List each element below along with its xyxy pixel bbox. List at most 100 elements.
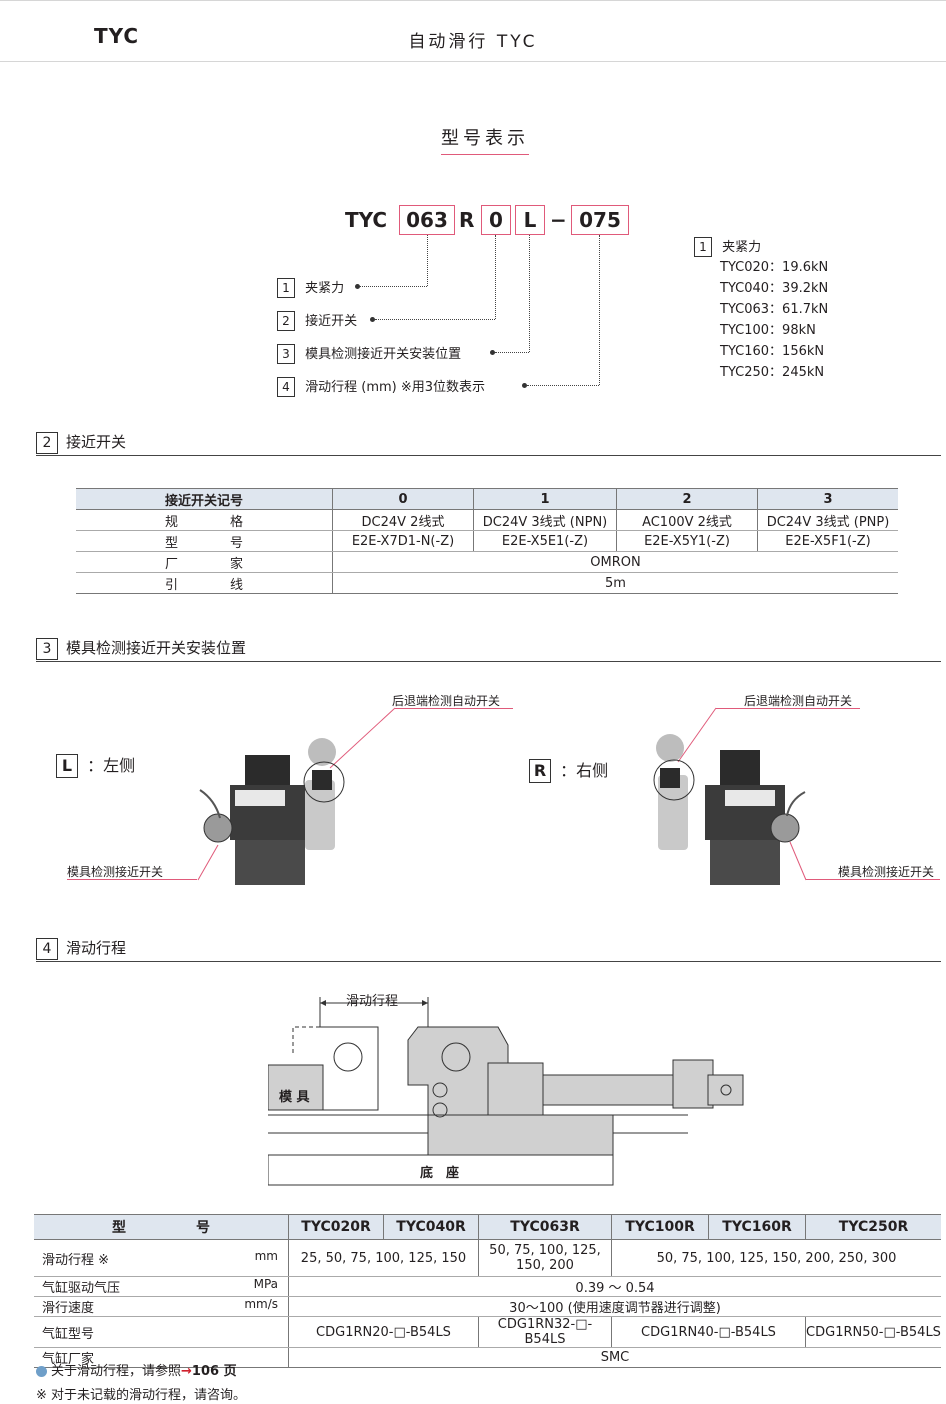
stroke-table: 型 号 TYC020R TYC040R TYC063R TYC100R TYC1…	[34, 1214, 941, 1368]
table-cell: E2E-X7D1-N(-Z)	[332, 530, 474, 552]
table-header-cell: 0	[332, 488, 474, 510]
leader-line	[427, 235, 428, 286]
inquiry-note: ※ 对于未记载的滑动行程，请咨询。	[36, 1388, 247, 1403]
row-label: 引 线	[76, 572, 333, 594]
table-row: 气缸厂家 SMC	[34, 1347, 941, 1368]
table-cell: E2E-X5Y1(-Z)	[616, 530, 758, 552]
table-header-row: 型 号 TYC020R TYC040R TYC063R TYC100R TYC1…	[34, 1214, 941, 1240]
row-label: 型 号	[76, 530, 333, 552]
table-cell: DC24V 3线式 (NPN)	[473, 509, 617, 531]
row-label: 厂 家	[76, 551, 333, 573]
code-position: L	[515, 205, 545, 235]
force-spec-list: TYC020：19.6kN TYC040：39.2kN TYC063：61.7k…	[720, 257, 828, 383]
stroke-label: 滑动行程	[346, 994, 399, 1009]
code-force: 063	[399, 205, 455, 235]
legend-label: 夹紧力	[305, 281, 345, 296]
table-cell: 5m	[332, 572, 898, 594]
right-side-label: R ：右侧	[529, 757, 608, 783]
switch-table: 接近开关记号 0 1 2 3 规 格 DC24V 2线式 DC24V 3线式 (…	[76, 488, 898, 594]
legend-label: 模具检测接近开关安装位置	[305, 347, 462, 362]
table-row: 气缸型号 CDG1RN20-□-B54LS CDG1RN32-□-B54LS C…	[34, 1316, 941, 1348]
caption-underline	[716, 708, 860, 709]
table-cell: CDG1RN50-□-B54LS	[805, 1316, 941, 1348]
table-header-cell: TYC040R	[383, 1214, 479, 1240]
leader-line	[495, 352, 529, 353]
legend-label: 接近开关	[305, 314, 358, 329]
force-spec-item: TYC100：98kN	[720, 323, 816, 338]
left-top-caption: 后退端检测自动开关	[392, 694, 501, 708]
row-label: 气缸型号	[34, 1316, 289, 1348]
table-header-cell: 型 号	[34, 1214, 289, 1240]
legend-item-4: 4 滑动行程 (mm) ※用3位数表示	[277, 376, 485, 397]
leader-dot	[522, 383, 527, 388]
leader-line	[599, 235, 600, 385]
force-spec-item: TYC160：156kN	[720, 344, 825, 359]
table-row: 厂 家 OMRON	[76, 551, 898, 573]
leader-line	[495, 235, 496, 319]
table-row: 滑动行程 ※mm 25, 50, 75, 100, 125, 150 50, 7…	[34, 1239, 941, 1277]
table-row: 型 号 E2E-X7D1-N(-Z) E2E-X5E1(-Z) E2E-X5Y1…	[76, 530, 898, 552]
code-dash: −	[550, 208, 567, 232]
code-prefix: TYC	[345, 208, 388, 232]
table-cell: SMC	[288, 1347, 941, 1368]
leader-dot	[355, 284, 360, 289]
leader-line	[527, 385, 599, 386]
leader-dot	[370, 317, 375, 322]
right-bottom-caption: 模具检测接近开关	[838, 865, 935, 879]
table-row: 引 线 5m	[76, 572, 898, 594]
code-r: R	[459, 208, 475, 232]
code-stroke: 075	[571, 205, 629, 235]
code-switch: 0	[481, 205, 511, 235]
table-header-cell: TYC100R	[611, 1214, 709, 1240]
row-label: 气缸厂家	[34, 1347, 289, 1368]
row-label: 规 格	[76, 509, 333, 531]
force-spec-item: TYC040：39.2kN	[720, 281, 829, 296]
base-label: 底 座	[420, 1166, 460, 1181]
table-cell: E2E-X5E1(-Z)	[473, 530, 617, 552]
force-spec-heading: 1 夹紧力	[694, 236, 761, 257]
leader-line	[529, 235, 530, 352]
legend-label: 滑动行程 (mm) ※用3位数表示	[305, 380, 486, 395]
right-top-caption: 后退端检测自动开关	[744, 694, 853, 708]
page-header	[0, 0, 946, 62]
die-label: 模 具	[279, 1090, 310, 1105]
legend-item-2: 2 接近开关	[277, 310, 357, 331]
force-spec-item: TYC020：19.6kN	[720, 260, 829, 275]
caption-underline	[806, 879, 940, 880]
table-header-row: 接近开关记号 0 1 2 3	[76, 488, 898, 510]
table-cell: DC24V 2线式	[332, 509, 474, 531]
table-header-cell: 2	[616, 488, 758, 510]
legend-item-3: 3 模具检测接近开关安装位置	[277, 343, 461, 364]
reference-note: 关于滑动行程，请参照→106 页	[36, 1360, 237, 1379]
leader-line	[360, 286, 427, 287]
table-cell: 30～100 (使用速度调节器进行调整)	[288, 1296, 941, 1317]
bullet-icon	[36, 1366, 47, 1377]
left-side-label: L ：左侧	[56, 752, 135, 778]
row-label: 滑动行程 ※mm	[34, 1239, 289, 1277]
table-header-cell: TYC250R	[805, 1214, 941, 1240]
leader-line	[375, 319, 495, 320]
stroke-diagram	[268, 997, 744, 1186]
table-header-cell: 1	[473, 488, 617, 510]
table-cell: 50, 75, 100, 125, 150, 200, 250, 300	[611, 1239, 941, 1277]
right-device-photo	[653, 707, 807, 885]
table-cell: 0.39 ～ 0.54	[288, 1276, 941, 1297]
table-cell: E2E-X5F1(-Z)	[757, 530, 898, 552]
table-cell: CDG1RN20-□-B54LS	[288, 1316, 479, 1348]
legend-item-1: 1 夹紧力	[277, 277, 344, 298]
table-header-cell: TYC160R	[708, 1214, 806, 1240]
table-cell: AC100V 2线式	[616, 509, 758, 531]
table-header-cell: 3	[757, 488, 898, 510]
brand-label: TYC	[94, 24, 140, 48]
left-bottom-caption: 模具检测接近开关	[67, 865, 164, 879]
table-cell: OMRON	[332, 551, 898, 573]
model-section-title: 型号表示	[441, 124, 529, 155]
leader-dot	[490, 350, 495, 355]
page-link[interactable]: 106 页	[191, 1364, 237, 1379]
table-cell: CDG1RN32-□-B54LS	[478, 1316, 612, 1348]
page-title: 自动滑行 TYC	[408, 32, 538, 52]
